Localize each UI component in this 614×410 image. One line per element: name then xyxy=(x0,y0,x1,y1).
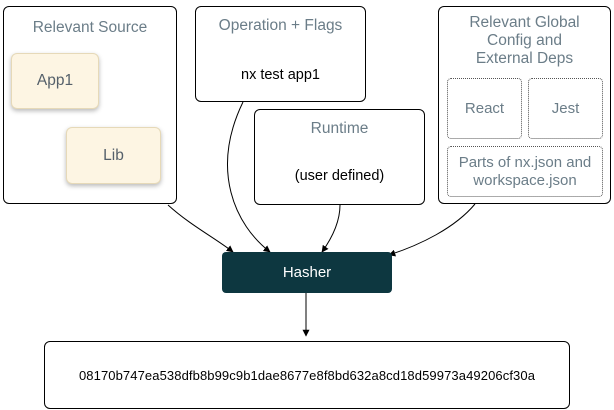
react-dep: React xyxy=(447,78,522,139)
lib-node: Lib xyxy=(66,127,161,184)
operation-flags-title: Operation + Flags xyxy=(218,17,343,34)
runtime-title: Runtime xyxy=(310,120,369,137)
runtime-value: (user defined) xyxy=(294,168,385,184)
nx-config-line-2: workspace.json xyxy=(473,171,577,189)
global-config-title-line-1: Relevant Global xyxy=(469,14,580,31)
global-config-box: Relevant Global Config and External Deps xyxy=(438,6,611,204)
app1-node: App1 xyxy=(11,53,99,109)
relevant-source-title: Relevant Source xyxy=(32,19,148,36)
global-config-title-line-2: Config and xyxy=(487,32,562,49)
nx-config-line-1: Parts of nx.json and xyxy=(458,153,592,171)
arrow-runtime-to-hasher xyxy=(321,204,341,253)
global-config-title-line-3: External Deps xyxy=(475,50,574,67)
arrow-global-to-hasher xyxy=(388,203,476,257)
nx-config-dep: Parts of nx.json and workspace.json xyxy=(447,146,603,197)
hash-output: 08170b747ea538dfb8b99c9b1dae8677e8f8bd63… xyxy=(44,341,570,409)
hasher-node: Hasher xyxy=(222,252,392,293)
operation-flags-box: Operation + Flags nx test app1 xyxy=(195,6,366,102)
runtime-box: Runtime (user defined) xyxy=(254,109,425,205)
operation-command: nx test app1 xyxy=(241,67,320,83)
arrow-source-to-hasher xyxy=(167,204,234,253)
jest-dep: Jest xyxy=(528,78,603,139)
arrow-operation-to-hasher xyxy=(227,101,271,253)
